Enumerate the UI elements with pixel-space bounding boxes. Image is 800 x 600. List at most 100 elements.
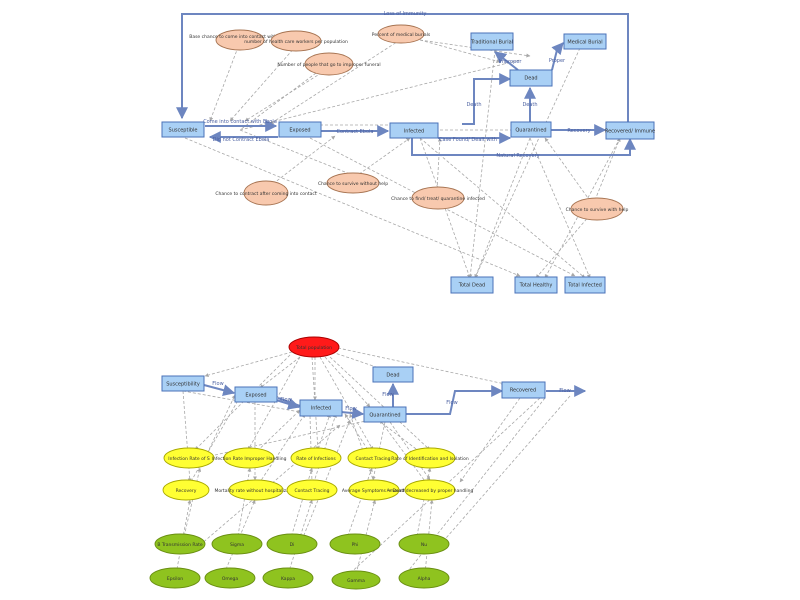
stock-recovered-bottom[interactable]: Recovered [501, 381, 546, 399]
stock-quarantined[interactable]: Quarantined [510, 121, 552, 138]
param-omega[interactable]: Omega [204, 567, 256, 589]
svg-text:Kappa: Kappa [281, 576, 295, 582]
svg-text:Total Dead: Total Dead [458, 283, 485, 289]
svg-text:Susceptible: Susceptible [169, 128, 198, 134]
param-gamma[interactable]: Gamma [331, 570, 381, 590]
param-di[interactable]: Di [266, 533, 318, 555]
svg-text:Recovered: Recovered [510, 388, 536, 394]
svg-text:Omega: Omega [222, 576, 239, 582]
svg-text:Rate of Infections: Rate of Infections [296, 456, 336, 462]
aux-rate-of-infections[interactable]: Rate of Infections [290, 447, 342, 469]
top-diagram: Loss of Immunity Come into contact with … [161, 11, 655, 294]
svg-text:Exposed: Exposed [289, 128, 310, 134]
flow-label-proper: Proper [549, 58, 566, 64]
svg-text:Number of people that go to im: Number of people that go to improper fun… [277, 62, 380, 68]
stock-exposed-bottom[interactable]: Exposed [234, 386, 278, 403]
stock-total-dead[interactable]: Total Dead [450, 276, 494, 294]
svg-text:Medical Burial: Medical Burial [567, 40, 602, 46]
svg-text:Infected: Infected [311, 406, 331, 412]
flow-label-contract-ebola: Contract Ebola [337, 129, 374, 135]
stock-dead-bottom[interactable]: Dead [372, 366, 414, 383]
svg-text:Base chance to come into conta: Base chance to come into contact with Eb… [189, 34, 291, 40]
bottom-links [175, 347, 571, 579]
aux-contact-tracing-1[interactable]: Contact Tracing [347, 447, 399, 469]
bottom-flow-labels: Flow Flow Flow Flow Flow Flow [212, 381, 570, 412]
aux-chance-find[interactable]: Chance to find/ treat/ quarantine infect… [391, 186, 485, 210]
aux-mortality-rate[interactable]: Mortality rate without hospitalization [214, 479, 298, 501]
svg-text:Alpha: Alpha [418, 576, 431, 582]
aux-amount-decreased[interactable]: Amount decreased by proper handling [387, 479, 474, 501]
stock-total-healthy[interactable]: Total Healthy [514, 276, 558, 294]
aux-number-of-people[interactable]: Number of people that go to improper fun… [277, 52, 381, 76]
svg-text:Traditional Burial: Traditional Burial [470, 40, 513, 46]
stock-dead[interactable]: Dead [509, 69, 553, 87]
stock-exposed[interactable]: Exposed [278, 121, 322, 138]
aux-base-chance[interactable]: Base chance to come into contact with Eb… [189, 29, 291, 51]
stock-medical-burial[interactable]: Medical Burial [563, 33, 607, 50]
svg-text:Infected: Infected [404, 129, 424, 135]
stock-total-infected[interactable]: Total Infected [564, 276, 606, 294]
svg-text:Dead: Dead [386, 373, 399, 379]
bottom-flows [203, 382, 587, 419]
svg-text:Susceptibility: Susceptibility [166, 382, 200, 388]
svg-text:Percent of medical burials: Percent of medical burials [372, 32, 431, 38]
stock-traditional-burial[interactable]: Traditional Burial [470, 32, 514, 51]
flow-label-6: Flow [559, 388, 570, 394]
svg-text:Average Symptoms + Death: Average Symptoms + Death [342, 488, 406, 494]
svg-text:Dead: Dead [524, 76, 537, 82]
aux-recovery[interactable]: Recovery [162, 479, 210, 501]
stock-infected-bottom[interactable]: Infected [299, 399, 343, 417]
svg-text:Phi: Phi [352, 542, 359, 548]
node-total-population[interactable]: Total population [288, 336, 340, 358]
flow-label-5: Flow [382, 392, 393, 398]
svg-text:Mortality rate without hospita: Mortality rate without hospitalization [214, 488, 297, 494]
aux-rate-identification[interactable]: Rate of Identification and Isolation [391, 447, 469, 469]
param-nu[interactable]: Nu [398, 533, 450, 555]
flow-label-1: Flow [212, 381, 223, 387]
svg-text:Quarantined: Quarantined [369, 413, 400, 419]
top-flow-labels: Loss of Immunity Come into contact with … [203, 11, 590, 159]
svg-text:Gamma: Gamma [347, 578, 365, 584]
aux-infection-rate-s[interactable]: Infection Rate of S [163, 447, 215, 469]
svg-text:Total population: Total population [295, 345, 332, 351]
aux-average-symptoms[interactable]: Average Symptoms + Death [342, 479, 406, 501]
param-alpha[interactable]: Alpha [398, 567, 450, 589]
param-phi[interactable]: Phi [329, 533, 381, 555]
top-flows [176, 13, 636, 156]
svg-text:Rate of Identification and Iso: Rate of Identification and Isolation [391, 456, 469, 462]
aux-chance-survive-with-help[interactable]: Chance to survive with help [566, 197, 629, 221]
svg-text:Exposed: Exposed [245, 393, 266, 399]
aux-contact-tracing-2[interactable]: Contact Tracing [286, 479, 338, 501]
bottom-diagram: Flow Flow Flow Flow Flow Flow Total popu… [149, 336, 587, 590]
top-links [184, 39, 621, 279]
aux-number-health-care[interactable]: number of health care workers per popula… [244, 30, 348, 52]
param-epsilon[interactable]: Epsilon [149, 567, 201, 589]
flow-label-recovery: Recovery [567, 128, 590, 134]
aux-percent-medical-burials[interactable]: Percent of medical burials [372, 24, 431, 44]
flow-label-2: Flow [280, 397, 291, 403]
stock-quarantined-bottom[interactable]: Quarantined [363, 406, 407, 423]
svg-text:Chance to find/ treat/ quarant: Chance to find/ treat/ quarantine infect… [391, 196, 485, 202]
aux-infection-rate-improper[interactable]: Infection Rate Improper Handling [212, 447, 287, 469]
flow-label-4: Flow [446, 400, 457, 406]
svg-text:B Transmission Rate: B Transmission Rate [157, 542, 203, 548]
svg-text:Contact Tracing: Contact Tracing [294, 488, 329, 494]
stock-infected[interactable]: Infected [389, 122, 439, 139]
param-sigma[interactable]: Sigma [211, 533, 263, 555]
stock-susceptible[interactable]: Susceptible [161, 121, 205, 138]
flow-label-natural-recovery: Natural Recovery [496, 153, 539, 159]
stock-recovered[interactable]: Recovered/ Immune [605, 121, 655, 140]
svg-text:Sigma: Sigma [230, 542, 244, 548]
aux-chance-contract[interactable]: Chance to contract after coming into con… [215, 180, 317, 206]
flow-label-3: Flow [345, 406, 356, 412]
stock-susceptibility[interactable]: Susceptibility [161, 375, 205, 392]
svg-text:Di: Di [290, 542, 295, 548]
flow-label-improper: Improper [499, 59, 523, 65]
aux-chance-survive-without-help[interactable]: Chance to survive without help [318, 172, 388, 194]
svg-text:Quarantined: Quarantined [515, 128, 546, 134]
param-kappa[interactable]: Kappa [262, 567, 314, 589]
svg-text:number of health care workers: number of health care workers per popula… [244, 39, 348, 45]
svg-text:Chance to survive with help: Chance to survive with help [566, 207, 629, 213]
param-transmission-rate[interactable]: B Transmission Rate [154, 533, 206, 555]
flow-label-death-infected: Death [466, 102, 481, 108]
